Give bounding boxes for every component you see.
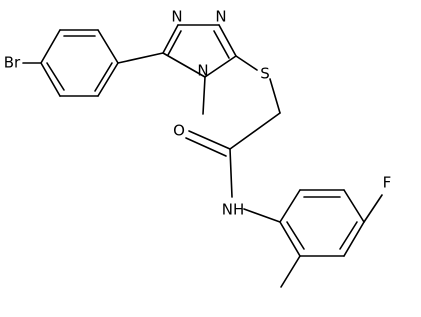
bond — [279, 221, 301, 257]
bond — [40, 62, 61, 97]
bond — [213, 30, 230, 59]
bond — [94, 62, 113, 92]
bond — [235, 55, 258, 71]
bond — [243, 208, 281, 223]
atom-labels: Br N N N S O NH F — [4, 8, 392, 219]
bond — [204, 55, 237, 78]
bond — [286, 221, 305, 250]
atom-f: F — [383, 174, 392, 192]
bond — [97, 62, 119, 97]
bond — [117, 52, 164, 64]
atom-n-triazole: N — [171, 8, 182, 26]
bond — [229, 148, 233, 198]
bond — [363, 194, 383, 223]
bond — [218, 24, 237, 57]
bond — [188, 130, 231, 150]
bond — [167, 30, 182, 56]
atom-br: Br — [4, 54, 21, 72]
bond-lines — [22, 24, 383, 288]
atom-nh: NH — [222, 201, 245, 219]
bond — [97, 29, 119, 64]
bond — [162, 52, 206, 78]
atom-o: O — [173, 122, 185, 140]
bond — [229, 112, 281, 150]
bond — [279, 189, 301, 223]
bond — [269, 78, 281, 114]
bond — [162, 24, 179, 54]
bond — [343, 221, 365, 257]
bond — [343, 189, 365, 223]
bond — [46, 62, 65, 91]
bond — [185, 137, 227, 157]
bond — [40, 29, 61, 64]
atom-s: S — [260, 65, 270, 83]
bond — [339, 221, 358, 250]
bond — [280, 255, 301, 288]
atom-n-triazole: N — [215, 8, 226, 26]
atom-n-methyl: N — [197, 62, 208, 80]
bond — [202, 76, 206, 115]
